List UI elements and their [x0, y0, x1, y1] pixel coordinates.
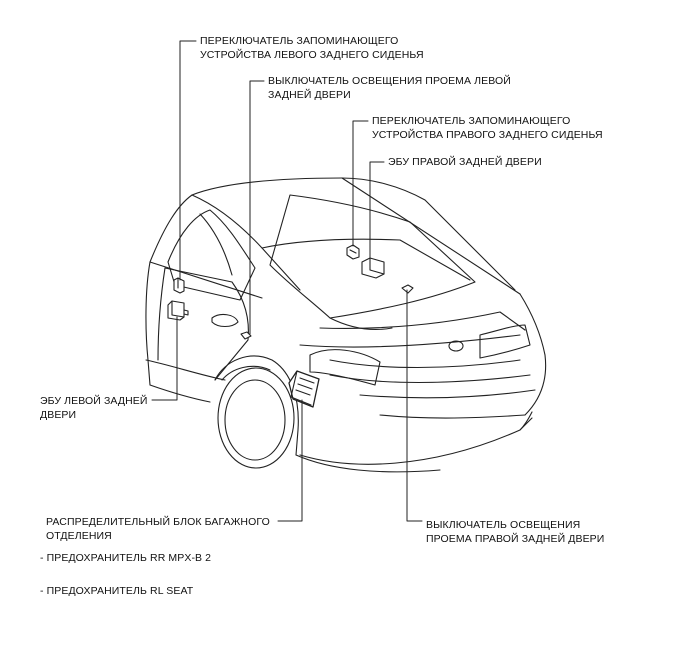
fuse-rr-mpx-b2: - ПРЕДОХРАНИТЕЛЬ RR MPX-B 2: [40, 552, 212, 564]
luggage-junction-block-part: [288, 370, 320, 408]
label-left-rear-seat-memory-switch: ПЕРЕКЛЮЧАТЕЛЬ ЗАПОМИНАЮЩЕГО УСТРОЙСТВА Л…: [200, 35, 424, 61]
left-rear-door-courtesy-switch-part: [240, 331, 252, 340]
label-left-rear-door-courtesy-switch: ВЫКЛЮЧАТЕЛЬ ОСВЕЩЕНИЯ ПРОЕМА ЛЕВОЙ ЗАДНЕ…: [268, 75, 511, 101]
label-left-rear-door-ecu: ЭБУ ЛЕВОЙ ЗАДНЕЙ ДВЕРИ: [40, 395, 148, 421]
left-rear-door-ecu-part: [167, 300, 189, 321]
left-rear-seat-memory-switch-part: [173, 277, 185, 294]
label-luggage-junction-block: РАСПРЕДЕЛИТЕЛЬНЫЙ БЛОК БАГАЖНОГО ОТДЕЛЕН…: [46, 516, 270, 542]
label-right-rear-door-courtesy-switch: ВЫКЛЮЧАТЕЛЬ ОСВЕЩЕНИЯ ПРОЕМА ПРАВОЙ ЗАДН…: [426, 519, 605, 545]
fuse-rl-seat: - ПРЕДОХРАНИТЕЛЬ RL SEAT: [40, 585, 194, 597]
car-body: [145, 177, 547, 473]
right-rear-seat-memory-switch-part: [346, 244, 360, 260]
right-rear-door-courtesy-switch-part: [401, 284, 414, 294]
leader-lines: [151, 40, 423, 522]
right-rear-door-ecu-part: [361, 257, 385, 279]
label-right-rear-door-ecu: ЭБУ ПРАВОЙ ЗАДНЕЙ ДВЕРИ: [388, 156, 542, 168]
label-right-rear-seat-memory-switch: ПЕРЕКЛЮЧАТЕЛЬ ЗАПОМИНАЮЩЕГО УСТРОЙСТВА П…: [372, 115, 603, 141]
